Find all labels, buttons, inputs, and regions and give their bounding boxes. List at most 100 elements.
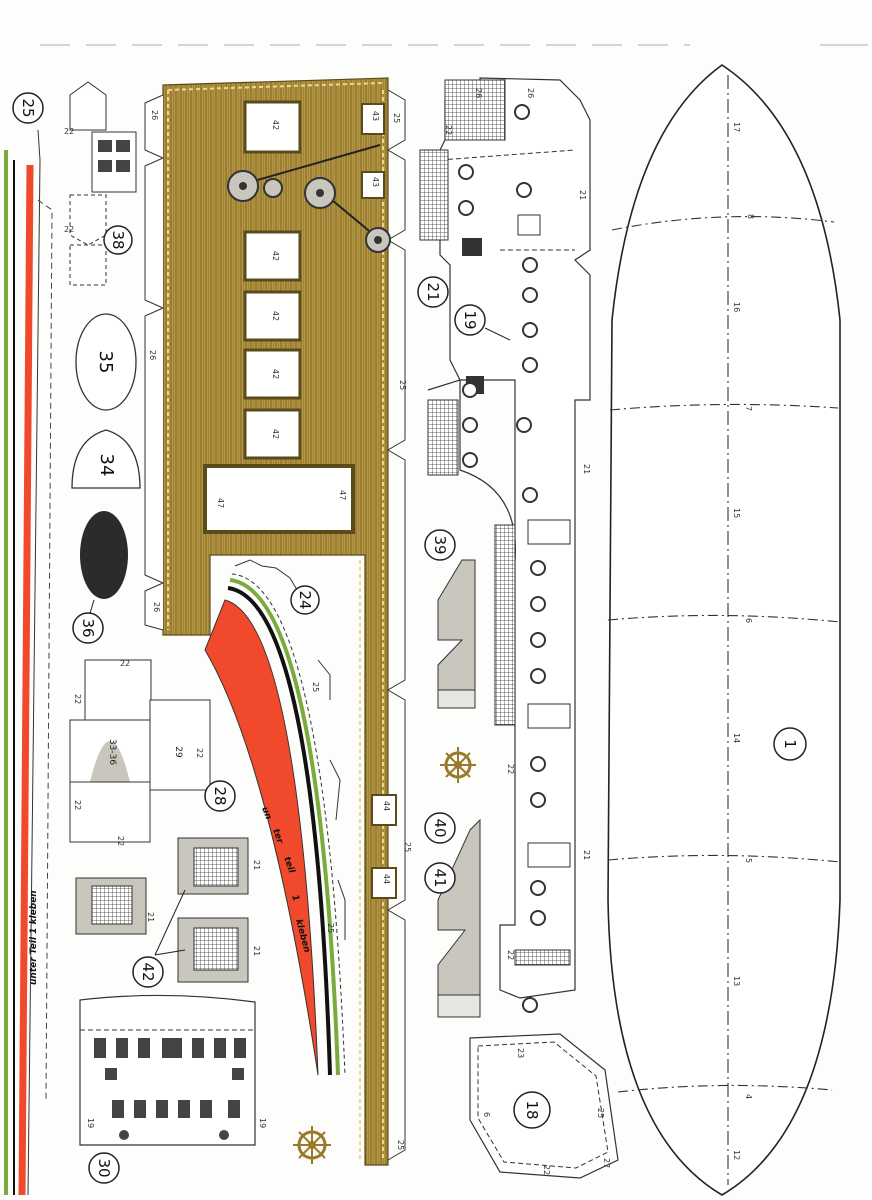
svg-text:21: 21: [252, 860, 261, 870]
svg-text:4: 4: [744, 1094, 753, 1099]
svg-text:13: 13: [732, 976, 741, 986]
deck-tabs-right: 25 25 25 25: [387, 89, 412, 1161]
svg-text:19: 19: [86, 1118, 95, 1128]
part-circle-21: 21: [417, 276, 449, 308]
svg-text:21: 21: [252, 946, 261, 956]
svg-text:25: 25: [403, 842, 412, 852]
svg-text:6: 6: [744, 618, 753, 623]
svg-text:22: 22: [73, 800, 82, 810]
svg-text:29: 29: [173, 746, 183, 758]
vent-box-c: [177, 917, 249, 983]
svg-text:14: 14: [732, 733, 741, 743]
part-34-shield: 34: [71, 429, 141, 489]
svg-text:19: 19: [461, 310, 479, 329]
svg-text:25: 25: [392, 113, 401, 123]
window-42-a: 42: [243, 100, 302, 154]
part-39-strut: 39: [424, 529, 476, 709]
svg-text:42: 42: [271, 311, 280, 321]
svg-text:38: 38: [109, 230, 127, 249]
svg-text:35: 35: [95, 351, 116, 374]
part-42-vent-boxes: 21 21 21: [75, 837, 261, 983]
svg-text:24: 24: [296, 590, 314, 609]
svg-text:22: 22: [120, 659, 130, 668]
part-circle-40: 40: [424, 812, 456, 844]
svg-text:36: 36: [79, 618, 97, 637]
deck-part-wood: [162, 77, 389, 1166]
svg-text:42: 42: [271, 429, 280, 439]
vent-box-a: [177, 837, 249, 895]
svg-text:25: 25: [398, 380, 407, 390]
small-43-a: 43: [361, 103, 385, 135]
svg-text:15: 15: [732, 508, 741, 518]
svg-text:12: 12: [732, 1150, 741, 1160]
part-circle-28: 28: [204, 780, 236, 812]
svg-text:43: 43: [371, 111, 380, 121]
svg-text:25: 25: [396, 1140, 405, 1150]
hull-plan-part-1: 17 8 16 7 15 6 14 5 13 4 12 1: [607, 64, 841, 1196]
glue-note: unter Teil 1 kleben: [29, 890, 39, 985]
svg-text:40: 40: [431, 818, 449, 837]
part-35-oval: 35: [75, 313, 137, 411]
deck-winches: [227, 144, 391, 253]
part-41-strut: 41: [424, 818, 481, 1018]
svg-text:33-36: 33-36: [107, 739, 117, 765]
part-28-box: 33-36 29 22 22 22 22 22: [69, 659, 211, 846]
svg-text:1: 1: [781, 739, 799, 749]
svg-text:7: 7: [744, 406, 753, 411]
svg-text:22: 22: [195, 748, 204, 758]
hull-bulkheads: [607, 75, 841, 1185]
window-42-b: 42: [243, 230, 302, 282]
deck-window-panels: 42 42 42 42 42 43 43: [243, 100, 385, 460]
svg-text:26: 26: [152, 602, 161, 612]
svg-text:22: 22: [444, 125, 453, 135]
svg-text:44: 44: [382, 874, 391, 884]
svg-text:21: 21: [424, 282, 442, 301]
window-42-e: 42: [243, 408, 302, 460]
svg-text:25: 25: [19, 98, 37, 117]
svg-text:42: 42: [139, 962, 157, 981]
svg-text:26: 26: [526, 88, 535, 98]
svg-text:28: 28: [211, 786, 229, 805]
svg-text:21: 21: [578, 190, 587, 200]
deck-bollards-44: 44 44: [371, 794, 397, 899]
svg-text:22: 22: [506, 950, 515, 960]
part-circle-30: 30: [88, 1152, 120, 1184]
svg-text:26: 26: [148, 350, 157, 360]
ship-wheel-icon: [293, 1126, 331, 1164]
svg-text:30: 30: [95, 1158, 113, 1177]
svg-text:21: 21: [146, 912, 155, 922]
svg-text:22: 22: [73, 694, 82, 704]
part-circle-38: 38: [103, 225, 133, 255]
svg-text:18: 18: [523, 1100, 541, 1119]
svg-text:ter: ter: [270, 828, 285, 846]
window-42-c: 42: [243, 290, 302, 342]
svg-text:22: 22: [116, 836, 125, 846]
svg-text:21: 21: [582, 464, 591, 474]
ship-wheel-40: [440, 747, 476, 783]
svg-text:39: 39: [431, 535, 449, 554]
deck-hatch-47: 47 47: [203, 464, 355, 534]
svg-text:22: 22: [64, 127, 74, 136]
svg-text:42: 42: [271, 369, 280, 379]
portholes: [458, 104, 546, 1013]
svg-text:27: 27: [602, 1158, 611, 1168]
vent-box-b: [75, 877, 147, 935]
part-36-dark-oval: 36: [72, 511, 128, 644]
small-43-b: 43: [361, 171, 385, 199]
part-38-box: 22 22: [64, 81, 137, 286]
part-circle-25: 25: [12, 92, 44, 124]
svg-text:41: 41: [431, 868, 449, 887]
svg-text:43: 43: [371, 177, 380, 187]
panel-windows-top: [94, 1038, 246, 1058]
deck-tabs-left: 26 26 26: [144, 94, 164, 631]
part-circle-19: 19: [454, 304, 511, 341]
long-strip-part-25: unter Teil 1 kleben: [4, 129, 53, 1196]
part-circle-24: 24: [290, 585, 320, 615]
svg-text:34: 34: [96, 454, 117, 477]
svg-text:42: 42: [271, 120, 280, 130]
svg-text:47: 47: [216, 498, 225, 508]
svg-text:1: 1: [289, 894, 301, 903]
window-42-d: 42: [243, 348, 302, 400]
svg-text:6: 6: [482, 1112, 491, 1117]
